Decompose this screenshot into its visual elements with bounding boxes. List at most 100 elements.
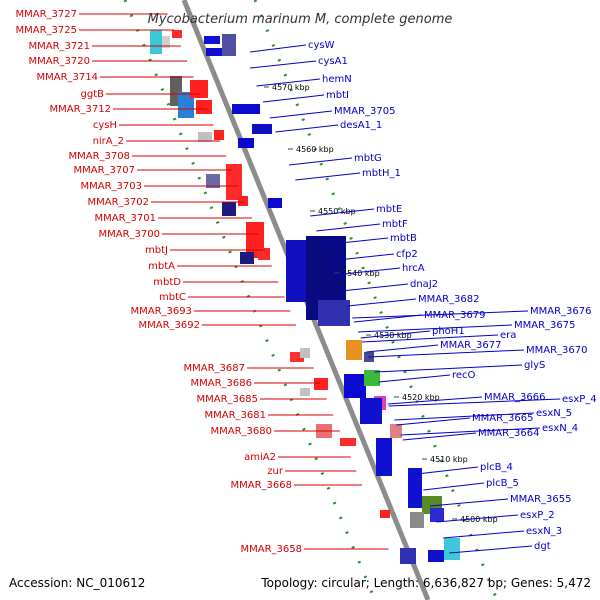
left-gene-label: zur [267, 466, 284, 477]
gene-feature-block [390, 424, 402, 438]
gene-feature-block [178, 92, 194, 118]
gene-feature-block [222, 202, 236, 216]
right-gene-label: MMAR_3664 [478, 428, 540, 439]
gene-feature-block [364, 370, 380, 386]
leader-line [269, 110, 333, 119]
leader-line [423, 482, 485, 491]
leader-line [347, 298, 417, 307]
gene-feature-block [268, 198, 282, 208]
left-gene-label: MMAR_3686 [191, 378, 253, 389]
gene-feature-block [238, 138, 254, 148]
gene-feature-block [190, 80, 208, 98]
left-gene-label: MMAR_3693 [131, 306, 193, 317]
leader-line [316, 223, 381, 232]
gene-feature-block [380, 510, 390, 518]
gene-feature-block [430, 508, 444, 522]
left-gene-label: MMAR_3725 [16, 25, 78, 36]
right-gene-label: MMAR_3679 [424, 310, 486, 321]
gene-feature-block [314, 378, 328, 390]
right-gene-label: MMAR_3655 [510, 494, 572, 505]
leader-line [429, 498, 509, 507]
gene-feature-block [376, 438, 392, 476]
leader-line [416, 466, 479, 475]
leader-line [443, 530, 525, 539]
label-layer: MMAR_3727MMAR_3725MMAR_3721MMAR_3720MMAR… [16, 9, 597, 555]
left-gene-label: nirA_2 [93, 136, 124, 147]
left-gene-label: MMAR_3685 [197, 394, 259, 405]
gene-feature-block [344, 374, 366, 398]
leader-line [449, 545, 533, 554]
left-gene-label: MMAR_3721 [29, 41, 91, 52]
right-gene-label: MMAR_3675 [514, 320, 576, 331]
gene-feature-block [214, 130, 224, 140]
right-gene-label: cysA1 [318, 56, 348, 67]
feature-layer [150, 30, 460, 564]
right-gene-label: esxP_4 [562, 394, 597, 405]
right-gene-label: MMAR_3676 [530, 306, 592, 317]
left-gene-label: mbtC [159, 292, 186, 303]
leader-line [263, 94, 325, 103]
left-gene-label: ggtB [81, 89, 105, 100]
left-gene-label: MMAR_3692 [139, 320, 201, 331]
leader-line [310, 208, 375, 217]
leader-line [295, 172, 361, 181]
gene-feature-block [346, 340, 362, 360]
gene-feature-block [300, 348, 310, 358]
leader-line [341, 283, 409, 292]
right-gene-label: MMAR_3665 [472, 413, 534, 424]
leader-line [249, 44, 307, 53]
left-gene-label: mbtA [148, 261, 175, 272]
left-gene-label: MMAR_3701 [95, 213, 157, 224]
right-gene-label: cysW [308, 40, 335, 51]
right-gene-label: hrcA [402, 263, 425, 274]
leader-line [289, 157, 353, 166]
leader-line [396, 417, 471, 426]
gene-feature-block [204, 36, 220, 44]
left-gene-label: MMAR_3687 [184, 363, 246, 374]
leader-line [322, 237, 389, 246]
leader-line [275, 124, 339, 133]
map-title: Mycobacterium marinum M, complete genome [148, 12, 453, 27]
right-gene-label: cfp2 [396, 249, 418, 260]
right-gene-label: mbtH_1 [362, 168, 401, 179]
tick-label: 4510 kbp [430, 455, 468, 464]
left-gene-label: mbtD [153, 277, 181, 288]
right-gene-label: esxP_2 [520, 510, 555, 521]
right-gene-label: dnaJ2 [410, 279, 438, 290]
accession-text: Accession: NC_010612 [9, 576, 145, 590]
tick-label: 4570 kbp [272, 83, 310, 92]
leader-line [366, 344, 439, 353]
right-gene-label: plcB_5 [486, 478, 519, 489]
leader-line [387, 396, 483, 405]
right-gene-label: esxN_3 [526, 526, 562, 537]
right-gene-label: esxN_5 [536, 408, 572, 419]
tick-label: 4530 kbp [374, 331, 412, 340]
gene-feature-block [226, 164, 242, 200]
gene-feature-block [222, 34, 236, 56]
leader-line [334, 267, 401, 276]
leader-line [352, 310, 529, 319]
gene-feature-block [428, 550, 444, 562]
right-gene-label: hemN [322, 74, 352, 85]
tick-label: 4550 kbp [318, 207, 356, 216]
leader-line [368, 349, 525, 358]
gene-feature-block [410, 512, 424, 528]
gene-feature-block [196, 100, 212, 114]
left-gene-label: amiA2 [244, 452, 276, 463]
gene-feature-block [232, 104, 260, 114]
gene-feature-block [300, 388, 310, 396]
leader-line [328, 253, 395, 262]
right-gene-label: dgt [534, 541, 551, 552]
tick-label: 4540 kbp [342, 269, 380, 278]
leader-line [360, 330, 431, 339]
left-gene-label: MMAR_3702 [88, 197, 150, 208]
left-gene-label: mbtJ [145, 245, 168, 256]
gene-feature-block [400, 548, 416, 564]
gene-feature-block [444, 538, 460, 560]
gene-feature-block [150, 30, 162, 54]
gene-feature-block [258, 248, 270, 260]
left-gene-label: MMAR_3720 [29, 56, 91, 67]
